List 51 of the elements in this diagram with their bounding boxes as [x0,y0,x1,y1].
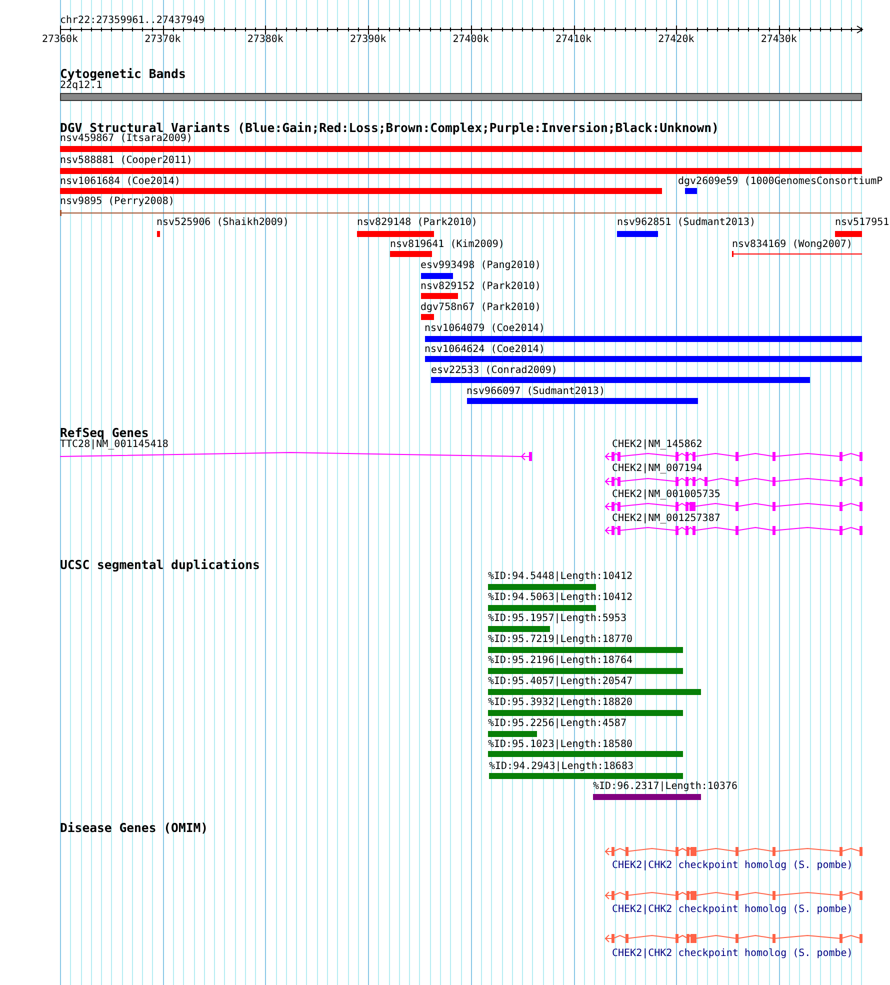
duplication-label: %ID:95.4057|Length:20547 [488,676,632,688]
transcript-label: CHEK2|NM_145862 [612,439,702,451]
variant-label: nsv9895 (Perry2008) [60,196,174,208]
duplication-label: %ID:94.5063|Length:10412 [488,592,632,604]
variant-label: nsv962851 (Sudmant2013) [617,216,756,228]
tick-label: 27380k [247,34,284,46]
variant-label: nsv829148 (Park2010) [357,216,478,228]
tick-label: 27360k [42,34,78,46]
duplication-label: %ID:95.7219|Length:18770 [488,634,632,646]
duplication-label: %ID:94.2943|Length:18683 [489,760,634,773]
tick-label: 27370k [144,34,181,46]
transcript-label: TTC28|NM_001145418 [60,439,168,451]
tick-label: 27430k [760,34,797,46]
variant-label: nsv966097 (Sudmant2013) [466,386,605,398]
duplication-label: %ID:95.2256|Length:4587 [488,718,626,730]
band-label: 22q12.1 [60,80,102,92]
variant-label: nsv588881 (Cooper2011) [60,155,192,167]
tick-label: 27400k [452,34,489,46]
transcript-label: CHEK2|NM_001005735 [612,488,720,500]
variant-label: nsv517951 [835,216,890,228]
variant-label: nsv834169 (Wong2007) [732,238,852,250]
variant-label: nsv1064624 (Coe2014) [424,344,545,356]
variant-label: esv993498 (Pang2010) [420,260,541,272]
variant-label: esv22533 (Conrad2009) [431,364,558,376]
disease-gene-label: CHEK2|CHK2 checkpoint homolog (S. pombe) [612,860,853,872]
transcript-label: CHEK2|NM_007194 [612,463,702,475]
duplication-label: %ID:96.2317|Length:10376 [593,781,738,794]
variant-label: nsv1064079 (Coe2014) [424,323,545,335]
track-title: UCSC segmental duplications [60,558,260,572]
duplication-label: %ID:95.3932|Length:18820 [488,697,632,710]
duplication-label: %ID:94.5448|Length:10412 [488,570,632,583]
tick-label: 27410k [555,34,592,46]
tick-label: 27420k [658,34,694,46]
variant-label: nsv829152 (Park2010) [420,280,541,292]
variant-label: nsv819641 (Kim2009) [390,238,504,250]
variant-label: dgv758n67 (Park2010) [420,302,541,314]
variant-label: nsv459867 (Itsara2009) [60,133,192,145]
disease-gene-label: CHEK2|CHK2 checkpoint homolog (S. pombe) [612,948,853,960]
variant-label: nsv1061684 (Coe2014) [60,176,180,188]
duplication-label: %ID:95.1023|Length:18580 [488,739,632,751]
tick-label: 27390k [350,34,386,46]
track-title: RefSeq Genes [60,426,149,440]
transcript-label: CHEK2|NM_001257387 [612,512,720,524]
variant-label: dgv2609e59 (1000GenomesConsortiumP [678,176,883,188]
duplication-label: %ID:95.2196|Length:18764 [488,655,632,667]
disease-gene-label: CHEK2|CHK2 checkpoint homolog (S. pombe) [612,904,853,916]
track-title: Disease Genes (OMIM) [60,821,208,835]
duplication-label: %ID:95.1957|Length:5953 [488,613,626,626]
coordinate-range-label: chr22:27359961..27437949 [60,15,204,27]
variant-label: nsv525906 (Shaikh2009) [156,216,289,228]
track-title: Cytogenetic Bands [60,67,186,81]
